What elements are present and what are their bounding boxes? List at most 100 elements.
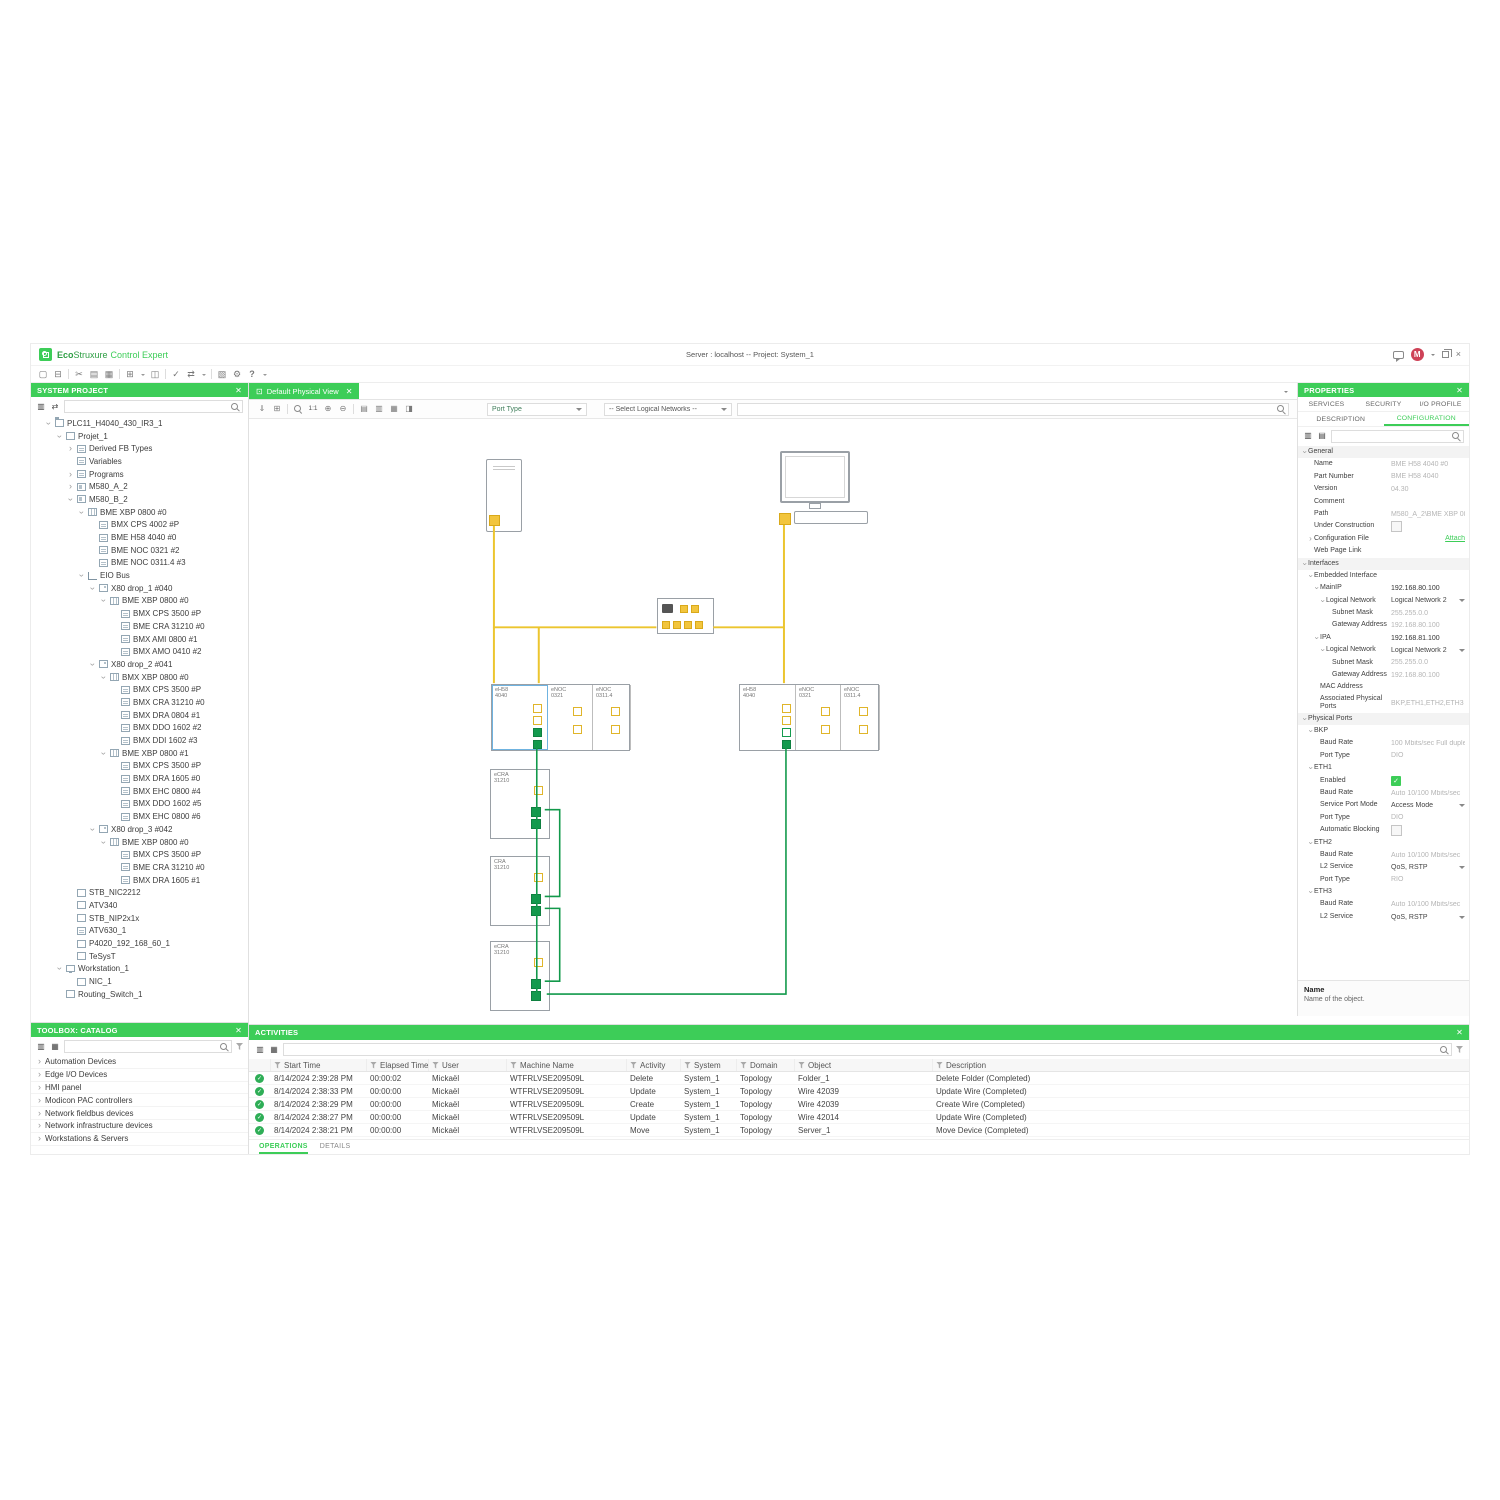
drop-port[interactable]: [531, 991, 541, 1001]
module-port[interactable]: [782, 704, 791, 713]
filter-icon[interactable]: [936, 1061, 943, 1069]
tree-item[interactable]: BMX CPS 3500 #P: [31, 848, 248, 861]
column-header[interactable]: Elapsed Time: [367, 1059, 429, 1071]
switch-port[interactable]: [673, 621, 681, 629]
toolbox-category[interactable]: › Network fieldbus devices: [31, 1107, 248, 1120]
property-row[interactable]: Enabled: [1298, 775, 1469, 787]
property-row[interactable]: Configuration File Attach: [1298, 533, 1469, 545]
property-row[interactable]: Port Type RIO: [1298, 874, 1469, 886]
properties-tab[interactable]: DESCRIPTION: [1316, 415, 1366, 423]
tab-menu-caret-icon[interactable]: [1284, 390, 1288, 395]
tree-item[interactable]: ATV340: [31, 899, 248, 912]
property-value[interactable]: BME H58 4040 #0: [1391, 461, 1465, 468]
expander-icon[interactable]: [1301, 560, 1308, 568]
property-row[interactable]: Service Port Mode Access Mode: [1298, 799, 1469, 811]
view-toolbar-icon[interactable]: [272, 404, 282, 415]
expander-icon[interactable]: [67, 444, 74, 453]
toolbar-icon[interactable]: [89, 369, 99, 380]
tree-item[interactable]: BME NOC 0321 #2: [31, 544, 248, 557]
panel-sync-icon[interactable]: [50, 401, 60, 412]
canvas-search-input[interactable]: [741, 405, 1277, 413]
property-value[interactable]: DIO: [1391, 814, 1465, 821]
toolbar-icon[interactable]: [53, 369, 63, 380]
expander-icon[interactable]: [67, 482, 74, 491]
tree-item[interactable]: BMX CRA 31210 #0: [31, 696, 248, 709]
filter-icon[interactable]: [236, 1043, 243, 1050]
property-value[interactable]: Attach: [1391, 535, 1465, 542]
tree-item[interactable]: BME CRA 31210 #0: [31, 620, 248, 633]
property-value[interactable]: 192.168.81.100: [1391, 635, 1465, 642]
drop-port[interactable]: [531, 979, 541, 989]
property-value[interactable]: QoS, RSTP: [1391, 863, 1465, 872]
toolbar-icon[interactable]: [217, 369, 227, 380]
property-value[interactable]: 255.255.0.0: [1391, 659, 1465, 666]
properties-tab[interactable]: I/O PROFILE: [1419, 400, 1462, 408]
filter-icon[interactable]: [684, 1061, 691, 1069]
tree-item[interactable]: NIC_1: [31, 975, 248, 988]
filter-icon[interactable]: [432, 1061, 439, 1069]
toolbox-search-input[interactable]: [68, 1043, 220, 1050]
expander-icon[interactable]: [1307, 839, 1314, 847]
user-avatar[interactable]: M: [1410, 348, 1424, 361]
wire-yellow[interactable]: [492, 525, 657, 629]
column-header[interactable]: Activity: [627, 1059, 681, 1071]
workstation-monitor-node[interactable]: [780, 451, 850, 503]
switch-port[interactable]: [662, 621, 670, 629]
tree-item[interactable]: BMX CPS 3500 #P: [31, 607, 248, 620]
view-toolbar-icon[interactable]: [323, 404, 333, 415]
tree-item[interactable]: BMX XBP 0800 #0: [31, 671, 248, 684]
property-row[interactable]: Baud Rate Auto 10/100 Mbits/sec: [1298, 787, 1469, 799]
drop-port[interactable]: [531, 807, 541, 817]
expander-icon[interactable]: [1307, 764, 1314, 772]
tree-item[interactable]: TeSysT: [31, 950, 248, 963]
view-toolbar-icon[interactable]: [293, 404, 303, 415]
property-row[interactable]: L2 Service QoS, RSTP: [1298, 861, 1469, 873]
tree-item[interactable]: BME NOC 0311.4 #3: [31, 557, 248, 570]
property-value[interactable]: 100 Mbits/sec Full duplex: [1391, 740, 1465, 747]
view-toolbar-icon[interactable]: [359, 404, 369, 415]
property-value[interactable]: 255.255.0.0: [1391, 610, 1465, 617]
activities-tab[interactable]: OPERATIONS: [259, 1140, 308, 1154]
close-panel-icon[interactable]: ✕: [1456, 385, 1463, 395]
workstation-port[interactable]: [779, 513, 791, 525]
table-row[interactable]: 8/14/2024 2:38:21 PM 00:00:00 Mickaël WT…: [249, 1124, 1469, 1137]
rack-node-right[interactable]: eH58 4040 eNOC 0321 eNOC 0311.4: [739, 684, 880, 751]
property-row[interactable]: Logical Network Logical Network 2: [1298, 595, 1469, 607]
tree-item[interactable]: Routing_Switch_1: [31, 988, 248, 1001]
property-value[interactable]: Access Mode: [1391, 801, 1465, 810]
toolbar-icon[interactable]: [119, 369, 120, 379]
tree-item[interactable]: BMX EHC 0800 #4: [31, 785, 248, 798]
tree-item[interactable]: Derived FB Types: [31, 442, 248, 455]
properties-tab[interactable]: CONFIGURATION: [1383, 412, 1469, 426]
module-port[interactable]: [533, 716, 542, 725]
tree-item[interactable]: X80 drop_2 #041: [31, 658, 248, 671]
close-window-icon[interactable]: ×: [1455, 349, 1461, 359]
toolbox-list-icon[interactable]: [50, 1041, 60, 1052]
switch-port[interactable]: [691, 605, 699, 613]
tree-item[interactable]: BMX EHC 0800 #6: [31, 810, 248, 823]
toolbar-icon[interactable]: [125, 369, 135, 380]
drop-node-ecra-2[interactable]: eCRA 31210: [490, 941, 550, 1011]
chat-icon[interactable]: [1392, 350, 1404, 362]
expander-icon[interactable]: [78, 571, 85, 580]
toolbox-category[interactable]: › Network infrastructure devices: [31, 1120, 248, 1133]
toolbar-icon[interactable]: [165, 369, 166, 379]
tree-item[interactable]: BMX CPS 3500 #P: [31, 760, 248, 773]
tree-item[interactable]: BMX DDO 1602 #5: [31, 798, 248, 811]
view-toolbar-icon[interactable]: [257, 404, 267, 415]
module-port[interactable]: [533, 740, 542, 749]
property-value[interactable]: Auto 10/100 Mbits/sec: [1391, 901, 1465, 908]
tree-item[interactable]: BMX DRA 0804 #1: [31, 709, 248, 722]
column-header[interactable]: Object: [795, 1059, 933, 1071]
restore-window-icon[interactable]: [1441, 349, 1452, 358]
property-value[interactable]: Auto 10/100 Mbits/sec: [1391, 852, 1465, 859]
view-toolbar-icon[interactable]: [389, 404, 399, 415]
wire-green[interactable]: [546, 746, 787, 995]
property-row[interactable]: Baud Rate Auto 10/100 Mbits/sec: [1298, 898, 1469, 910]
column-header[interactable]: Machine Name: [507, 1059, 627, 1071]
activities-search-input[interactable]: [287, 1046, 1440, 1053]
property-row[interactable]: Interfaces: [1298, 557, 1469, 570]
tree-item[interactable]: BME XBP 0800 #0: [31, 506, 248, 519]
property-row[interactable]: ETH2: [1298, 837, 1469, 849]
expander-icon[interactable]: [1313, 634, 1320, 642]
